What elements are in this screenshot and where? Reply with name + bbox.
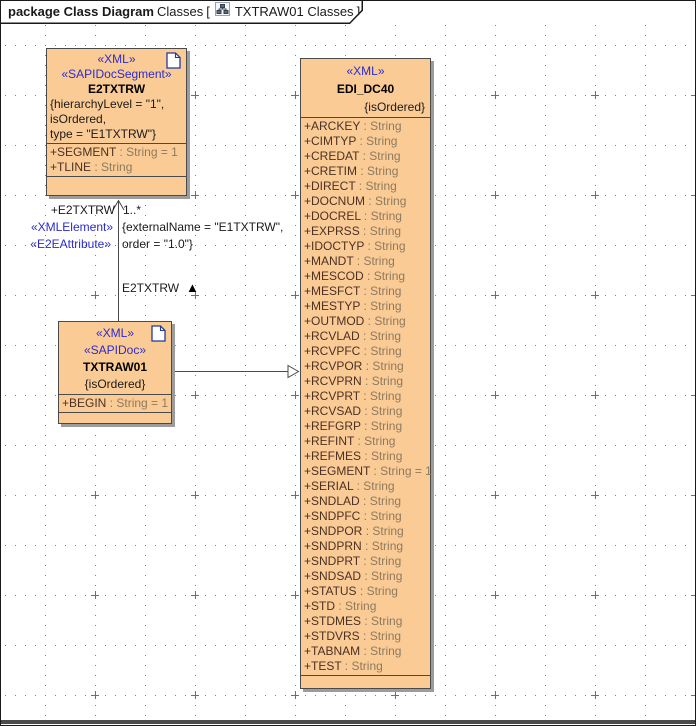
class-attribute[interactable]: +IDOCTYP : String bbox=[304, 239, 406, 253]
class-diagram-icon bbox=[215, 1, 230, 23]
class-attribute[interactable]: +STDMES : String bbox=[304, 614, 403, 628]
attribute-compartment: +SEGMENT : String = 1+TLINE : String bbox=[47, 143, 186, 176]
class-attribute[interactable]: +REFGRP : String bbox=[304, 419, 403, 433]
class-constraint: {hierarchyLevel = "1", bbox=[50, 97, 165, 111]
stereotype-label: «XML» bbox=[97, 52, 136, 66]
class-attribute[interactable]: +SNDLAD : String bbox=[304, 494, 402, 508]
class-attribute[interactable]: +REFINT : String bbox=[304, 434, 396, 448]
frame-diagram-name: TXTRAW01 Classes bbox=[234, 4, 354, 19]
class-attribute[interactable]: +STD : String bbox=[304, 599, 377, 613]
class-attribute[interactable]: +SNDPRN : String bbox=[304, 539, 404, 553]
diagram-frame-header[interactable]: package Class Diagram Classes[ TXTRAW01 … bbox=[1, 1, 363, 24]
frame-context: Classes bbox=[156, 4, 204, 19]
diagram-frame-title: package Class Diagram Classes[ TXTRAW01 … bbox=[8, 1, 360, 23]
class-attribute[interactable]: +BEGIN : String = 1 bbox=[62, 396, 169, 410]
class-attribute[interactable]: +DOCREL : String bbox=[304, 209, 402, 223]
class-attribute[interactable]: +REFMES : String bbox=[304, 449, 403, 463]
class-attribute[interactable]: +TLINE : String bbox=[50, 160, 133, 174]
class-attribute[interactable]: +CIMTYP : String bbox=[304, 134, 398, 148]
class-attribute[interactable]: +DIRECT : String bbox=[304, 179, 397, 193]
class-attribute[interactable]: +SNDPRT : String bbox=[304, 554, 402, 568]
frame-keyword: package Class Diagram bbox=[8, 4, 154, 19]
association-multiplicity-label[interactable]: 1..* bbox=[123, 203, 142, 217]
class-attribute[interactable]: +SERIAL : String bbox=[304, 479, 395, 493]
class-constraint: {isOrdered} bbox=[84, 377, 146, 391]
stereotype-label: «XML» bbox=[346, 64, 385, 78]
class-attribute[interactable]: +RCVLAD : String bbox=[304, 329, 402, 343]
class-name: TXTRAW01 bbox=[82, 360, 147, 374]
association-constraint-label[interactable]: order = "1.0"} bbox=[122, 237, 193, 251]
class-constraint: type = "E1TXTRW"} bbox=[50, 127, 157, 141]
operations-compartment bbox=[47, 176, 186, 195]
class-attribute[interactable]: +MESCOD : String bbox=[304, 269, 406, 283]
class-attribute[interactable]: +EXPRSS : String bbox=[304, 224, 402, 238]
class-attribute[interactable]: +SNDPFC : String bbox=[304, 509, 402, 523]
direction-triangle-icon: ▲ bbox=[186, 280, 199, 295]
association-name-label[interactable]: E2TXTRW bbox=[122, 281, 180, 295]
stereotype-label: «SAPIDocSegment» bbox=[61, 67, 172, 81]
association-role-label[interactable]: +E2TXTRW bbox=[50, 203, 115, 217]
class-box-txtraw01[interactable]: «XML» «SAPIDoc» TXTRAW01 {isOrdered} +BE… bbox=[58, 321, 172, 424]
class-attribute[interactable]: +TEST : String bbox=[304, 659, 383, 673]
class-attribute[interactable]: +RCVSAD : String bbox=[304, 404, 403, 418]
class-attribute[interactable]: +CREDAT : String bbox=[304, 149, 401, 163]
class-attribute[interactable]: +STATUS : String bbox=[304, 584, 398, 598]
class-attribute[interactable]: +CRETIM : String bbox=[304, 164, 399, 178]
class-attribute[interactable]: +MESTYP : String bbox=[304, 299, 402, 313]
class-attribute[interactable]: +STDVRS : String bbox=[304, 629, 402, 643]
class-attribute[interactable]: +RCVPRT : String bbox=[304, 389, 402, 403]
stereotype-label: «XML» bbox=[95, 326, 135, 340]
document-icon bbox=[166, 52, 181, 72]
class-attribute[interactable]: +MESFCT : String bbox=[304, 284, 402, 298]
class-box-edi-dc40[interactable]: «XML» EDI_DC40 {isOrdered} +ARCKEY : Str… bbox=[300, 58, 432, 689]
association-stereotype-label[interactable]: «E2EAttribute» bbox=[30, 237, 111, 251]
class-attribute[interactable]: +OUTMOD : String bbox=[304, 314, 406, 328]
class-attribute[interactable]: +SNDPOR : String bbox=[304, 524, 404, 538]
bottom-scrollbar[interactable] bbox=[1, 720, 695, 724]
class-attribute[interactable]: +DOCNUM : String bbox=[304, 194, 407, 208]
class-attribute[interactable]: +RCVPFC : String bbox=[304, 344, 402, 358]
class-attribute[interactable]: +ARCKEY : String bbox=[304, 119, 402, 133]
class-attribute[interactable]: +RCVPOR : String bbox=[304, 359, 404, 373]
attribute-compartment: +BEGIN : String = 1 bbox=[59, 394, 171, 412]
document-icon bbox=[151, 325, 166, 345]
attribute-compartment: +ARCKEY : String+CIMTYP : String+CREDAT … bbox=[301, 117, 432, 675]
class-box-e2txtrw[interactable]: «XML» «SAPIDocSegment» E2TXTRW {hierarch… bbox=[46, 48, 187, 196]
class-name: EDI_DC40 bbox=[336, 82, 395, 96]
association-constraint-label[interactable]: {externalName = "E1TXTRW", bbox=[122, 220, 284, 234]
class-attribute[interactable]: +SEGMENT : String = 1 bbox=[50, 145, 178, 159]
class-attribute[interactable]: +MANDT : String bbox=[304, 254, 395, 268]
class-name: E2TXTRW bbox=[87, 82, 146, 96]
class-constraint: {isOrdered} bbox=[364, 100, 425, 114]
class-attribute[interactable]: +RCVPRN : String bbox=[304, 374, 404, 388]
class-attribute[interactable]: +TABNAM : String bbox=[304, 644, 402, 658]
association-stereotype-label[interactable]: «XMLElement» bbox=[30, 220, 113, 234]
operations-compartment bbox=[301, 675, 430, 688]
class-attribute[interactable]: +SNDSAD : String bbox=[304, 569, 403, 583]
class-attribute[interactable]: +SEGMENT : String = 1 bbox=[304, 464, 432, 478]
operations-compartment bbox=[59, 412, 171, 423]
stereotype-label: «SAPIDoc» bbox=[83, 343, 147, 357]
class-constraint: isOrdered, bbox=[50, 112, 107, 126]
